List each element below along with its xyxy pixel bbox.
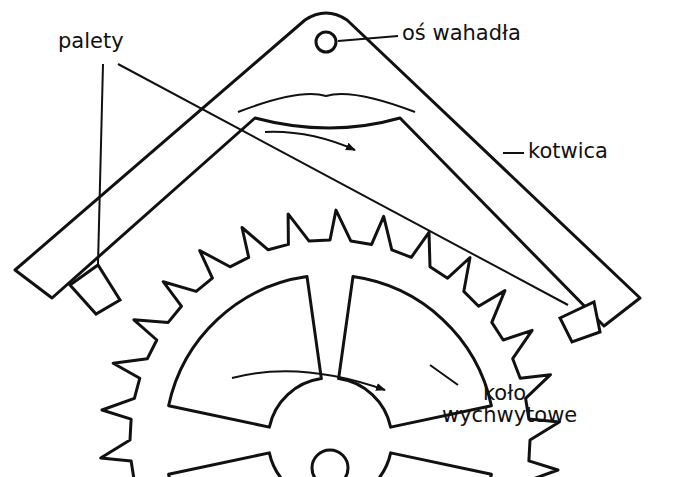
wheel-hub xyxy=(312,450,348,477)
wheel-motion-arrow xyxy=(232,371,385,390)
anchor-plate-edge xyxy=(238,94,415,112)
leader-line xyxy=(338,36,398,41)
wheel-window xyxy=(169,453,322,477)
pallets-label: palety xyxy=(58,30,124,52)
leader-line xyxy=(503,152,524,154)
escape-wheel xyxy=(101,210,560,477)
left-pallet xyxy=(70,265,120,314)
wheel-window xyxy=(339,453,492,477)
leader-line xyxy=(118,64,568,305)
wheel-teeth xyxy=(101,210,560,477)
axis-label: oś wahadła xyxy=(402,22,521,44)
anchor-motion-arrow xyxy=(265,132,355,150)
wheel-label: koło wychwytowe xyxy=(442,382,567,426)
leader-line xyxy=(98,64,103,264)
pendulum-axis xyxy=(316,32,336,52)
anchor xyxy=(15,13,640,326)
anchor-label: kotwica xyxy=(528,140,608,162)
wheel-window xyxy=(169,277,322,428)
right-pallet xyxy=(560,302,600,342)
leader-line xyxy=(430,365,458,385)
